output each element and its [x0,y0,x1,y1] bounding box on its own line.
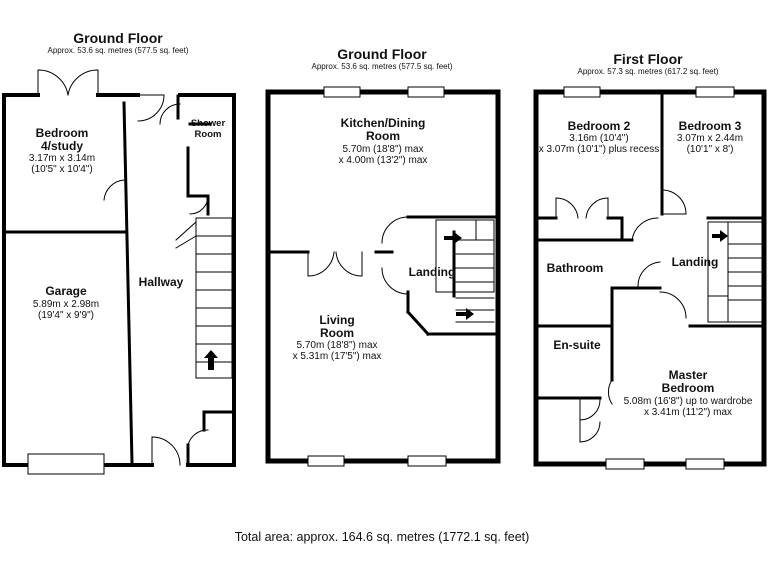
bedroom2-dimensions: 3.16m (10'4") x 3.07m (10'1") plus reces… [539,133,660,155]
dimension-line: x 4.00m (13'2") max [338,155,428,166]
dimension-line: x 3.41m (11'2") max [643,407,733,418]
floor1-title: Ground Floor [73,30,163,46]
room-label-line1: Master [668,368,708,382]
plan2-inner-walls [268,215,498,337]
dimension-line: 5.08m (16'8") up to wardrobe [623,396,753,407]
stair-arrow-icon [456,308,474,320]
room-label-line2: 4/study [40,139,84,153]
bedroom4-dimensions: 3.17m x 3.14m (10'5" x 10'4") [29,153,95,175]
dimension-line: 5.70m (18'8") max [342,144,424,155]
plan1-doors [37,69,209,466]
plan3-inner-walls [536,92,764,400]
room-label-line2: Room [194,129,222,140]
garage-dimensions: 5.89m x 2.98m (19'4" x 9'9") [33,299,99,321]
room-shower-room: Shower Room [191,118,225,140]
plan3-windows [563,86,735,470]
dimension-line: x 3.07m (10'1") plus recess [538,144,660,155]
room-bathroom: Bathroom [546,261,604,275]
room-bedroom4-study: Bedroom 4/study [36,127,89,153]
plan3-stairs [707,221,763,323]
room-kitchen-dining: Kitchen/Dining Room [341,117,426,143]
room-label-line1: Bedroom [35,126,89,140]
room-garage: Garage [45,284,87,298]
room-living: Living Room [319,314,354,340]
room-bedroom2: Bedroom 2 [567,119,631,133]
room-master-bedroom: Master Bedroom [662,369,715,395]
floor2-area: Approx. 53.6 sq. metres (577.5 sq. feet) [311,62,453,71]
plan1-walls [2,93,236,467]
room-landing-ground: Landing [408,265,456,279]
floor2-title: Ground Floor [337,46,427,62]
dimension-line: x 5.31m (17'5") max [292,351,382,362]
plan2-walls [265,89,501,464]
room-label-line2: Room [365,129,400,143]
total-area: Total area: approx. 164.6 sq. metres (17… [234,530,530,544]
room-label-line1: Kitchen/Dining [340,116,426,130]
dimension-line: (10'5" x 10'4") [31,164,93,175]
dimension-line: 5.70m (18'8") max [296,340,378,351]
plan3-walls [533,89,767,467]
stair-arrow-icon [712,230,728,242]
stair-arrow-icon [204,350,218,370]
plan1-inner-walls [4,94,234,465]
dimension-line: (10'1" x 8') [686,144,734,155]
room-label-line2: Room [320,326,354,340]
plan3-doors [555,189,687,443]
master-bedroom-dimensions: 5.08m (16'8") up to wardrobe x 3.41m (11… [624,396,753,418]
room-bedroom3: Bedroom 3 [678,119,742,133]
dimension-line: 3.17m x 3.14m [28,153,96,164]
dimension-line: 3.07m x 2.44m [676,133,744,144]
plan1-stairs [175,217,233,379]
plan2-doors [307,216,409,295]
floor1-area: Approx. 53.6 sq. metres (577.5 sq. feet) [47,46,189,55]
kitchen-dimensions: 5.70m (18'8") max x 4.00m (13'2") max [339,144,428,166]
stair-arrows [204,230,728,370]
dimension-line: (19'4" x 9'9") [38,310,94,321]
plan2-windows [307,86,447,467]
stair-arrow-icon [444,232,462,244]
floor3-area: Approx. 57.3 sq. metres (617.2 sq. feet) [577,67,719,76]
bedroom3-dimensions: 3.07m x 2.44m (10'1" x 8') [677,133,743,155]
room-label-line2: Bedroom [661,381,715,395]
dimension-line: 5.89m x 2.98m [32,299,100,310]
room-hallway: Hallway [138,275,184,289]
room-en-suite: En-suite [553,338,601,352]
room-label-line1: Shower [190,118,226,129]
floor3-title: First Floor [613,51,683,67]
room-landing-first: Landing [671,255,719,269]
room-label-line1: Living [319,313,355,327]
dimension-line: 3.16m (10'4") [569,133,629,144]
plan1-windows [27,453,105,475]
living-dimensions: 5.70m (18'8") max x 5.31m (17'5") max [293,340,382,362]
plan2-stairs [435,219,495,323]
